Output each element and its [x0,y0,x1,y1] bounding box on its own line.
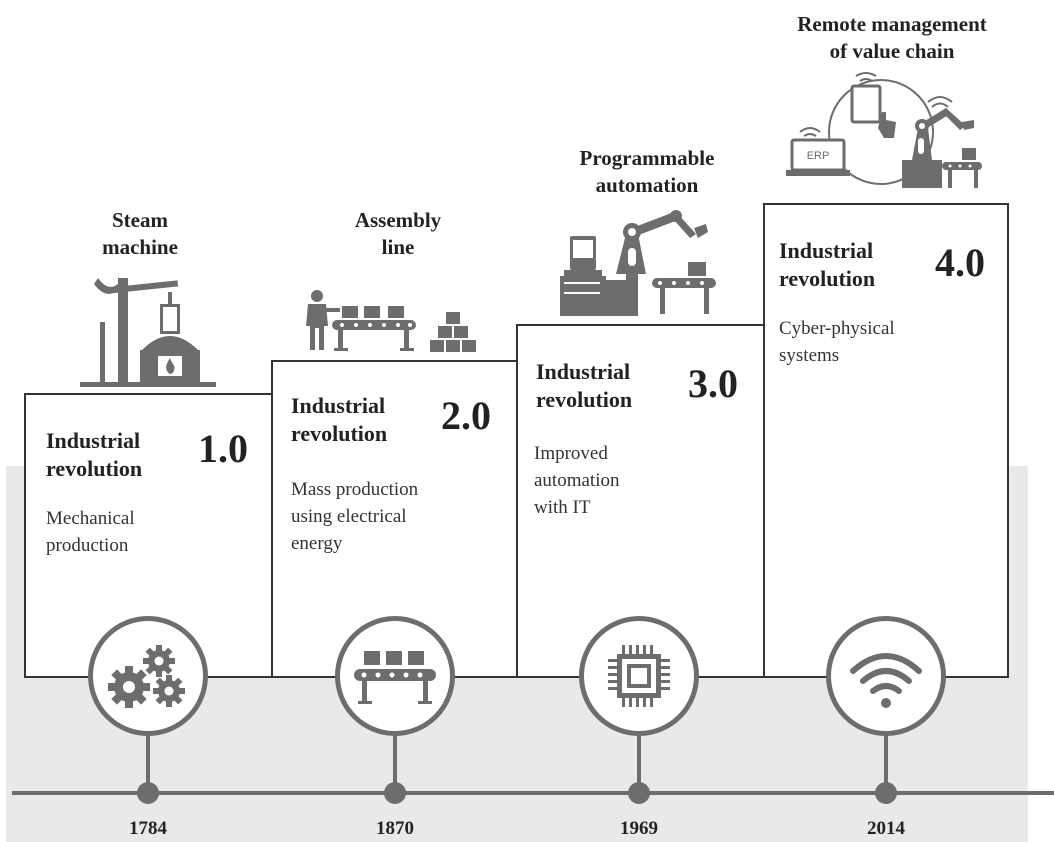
stage-3-year-marker [628,782,650,804]
stage-4-heading: Remote management of value chain [797,12,987,63]
stage-2-description: Mass production using electrical energy [291,479,419,554]
stage-1-stem [146,734,150,792]
stage-3-circle [579,616,699,736]
erp-label: ERP [807,150,830,162]
connected-factory-icon: ERP [786,68,986,197]
stage-4-description: Cyber-physical systems [779,318,895,366]
stage-3-year: 1969 [620,818,658,839]
stage-1-circle [88,616,208,736]
stage-2-title: Industrial revolution [291,393,388,446]
microchip-icon [608,645,670,707]
stage-1-year: 1784 [129,818,167,839]
timeline-axis [12,791,1054,795]
stage-4-year: 2014 [867,818,905,839]
stage-2-year-marker [384,782,406,804]
stage-3-heading: Programmable automation [579,146,715,197]
stage-1-title: Industrial revolution [46,428,143,481]
stage-2-circle [335,616,455,736]
wifi-icon [850,653,922,708]
stage-3-title: Industrial revolution [536,359,633,412]
stage-3-version: 3.0 [688,361,738,406]
robot-arm-computer-icon [556,200,726,323]
stage-2-heading: Assembly line [354,208,442,259]
stage-3-stem [637,734,641,792]
stage-1-version: 1.0 [198,426,248,471]
stage-3-description: Improved automation with IT [534,443,620,518]
gears-icon [108,645,185,708]
stage-1-year-marker [137,782,159,804]
stage-4-title: Industrial revolution [779,238,876,291]
steam-engine-icon [78,262,218,393]
stage-4-year-marker [875,782,897,804]
stage-4-card: Industrial revolution 4.0 Cyber-physical… [763,203,1009,678]
stage-4-version: 4.0 [935,240,985,285]
stage-1-description: Mechanical production [46,508,135,556]
stage-1-heading: Steam machine [102,208,178,259]
conveyor-belt-icon [354,651,436,704]
stage-2-stem [393,734,397,792]
stage-2-year: 1870 [376,818,414,839]
stage-4-circle [826,616,946,736]
stage-2-version: 2.0 [441,393,491,438]
assembly-line-icon [300,290,490,361]
stage-4-stem [884,734,888,792]
